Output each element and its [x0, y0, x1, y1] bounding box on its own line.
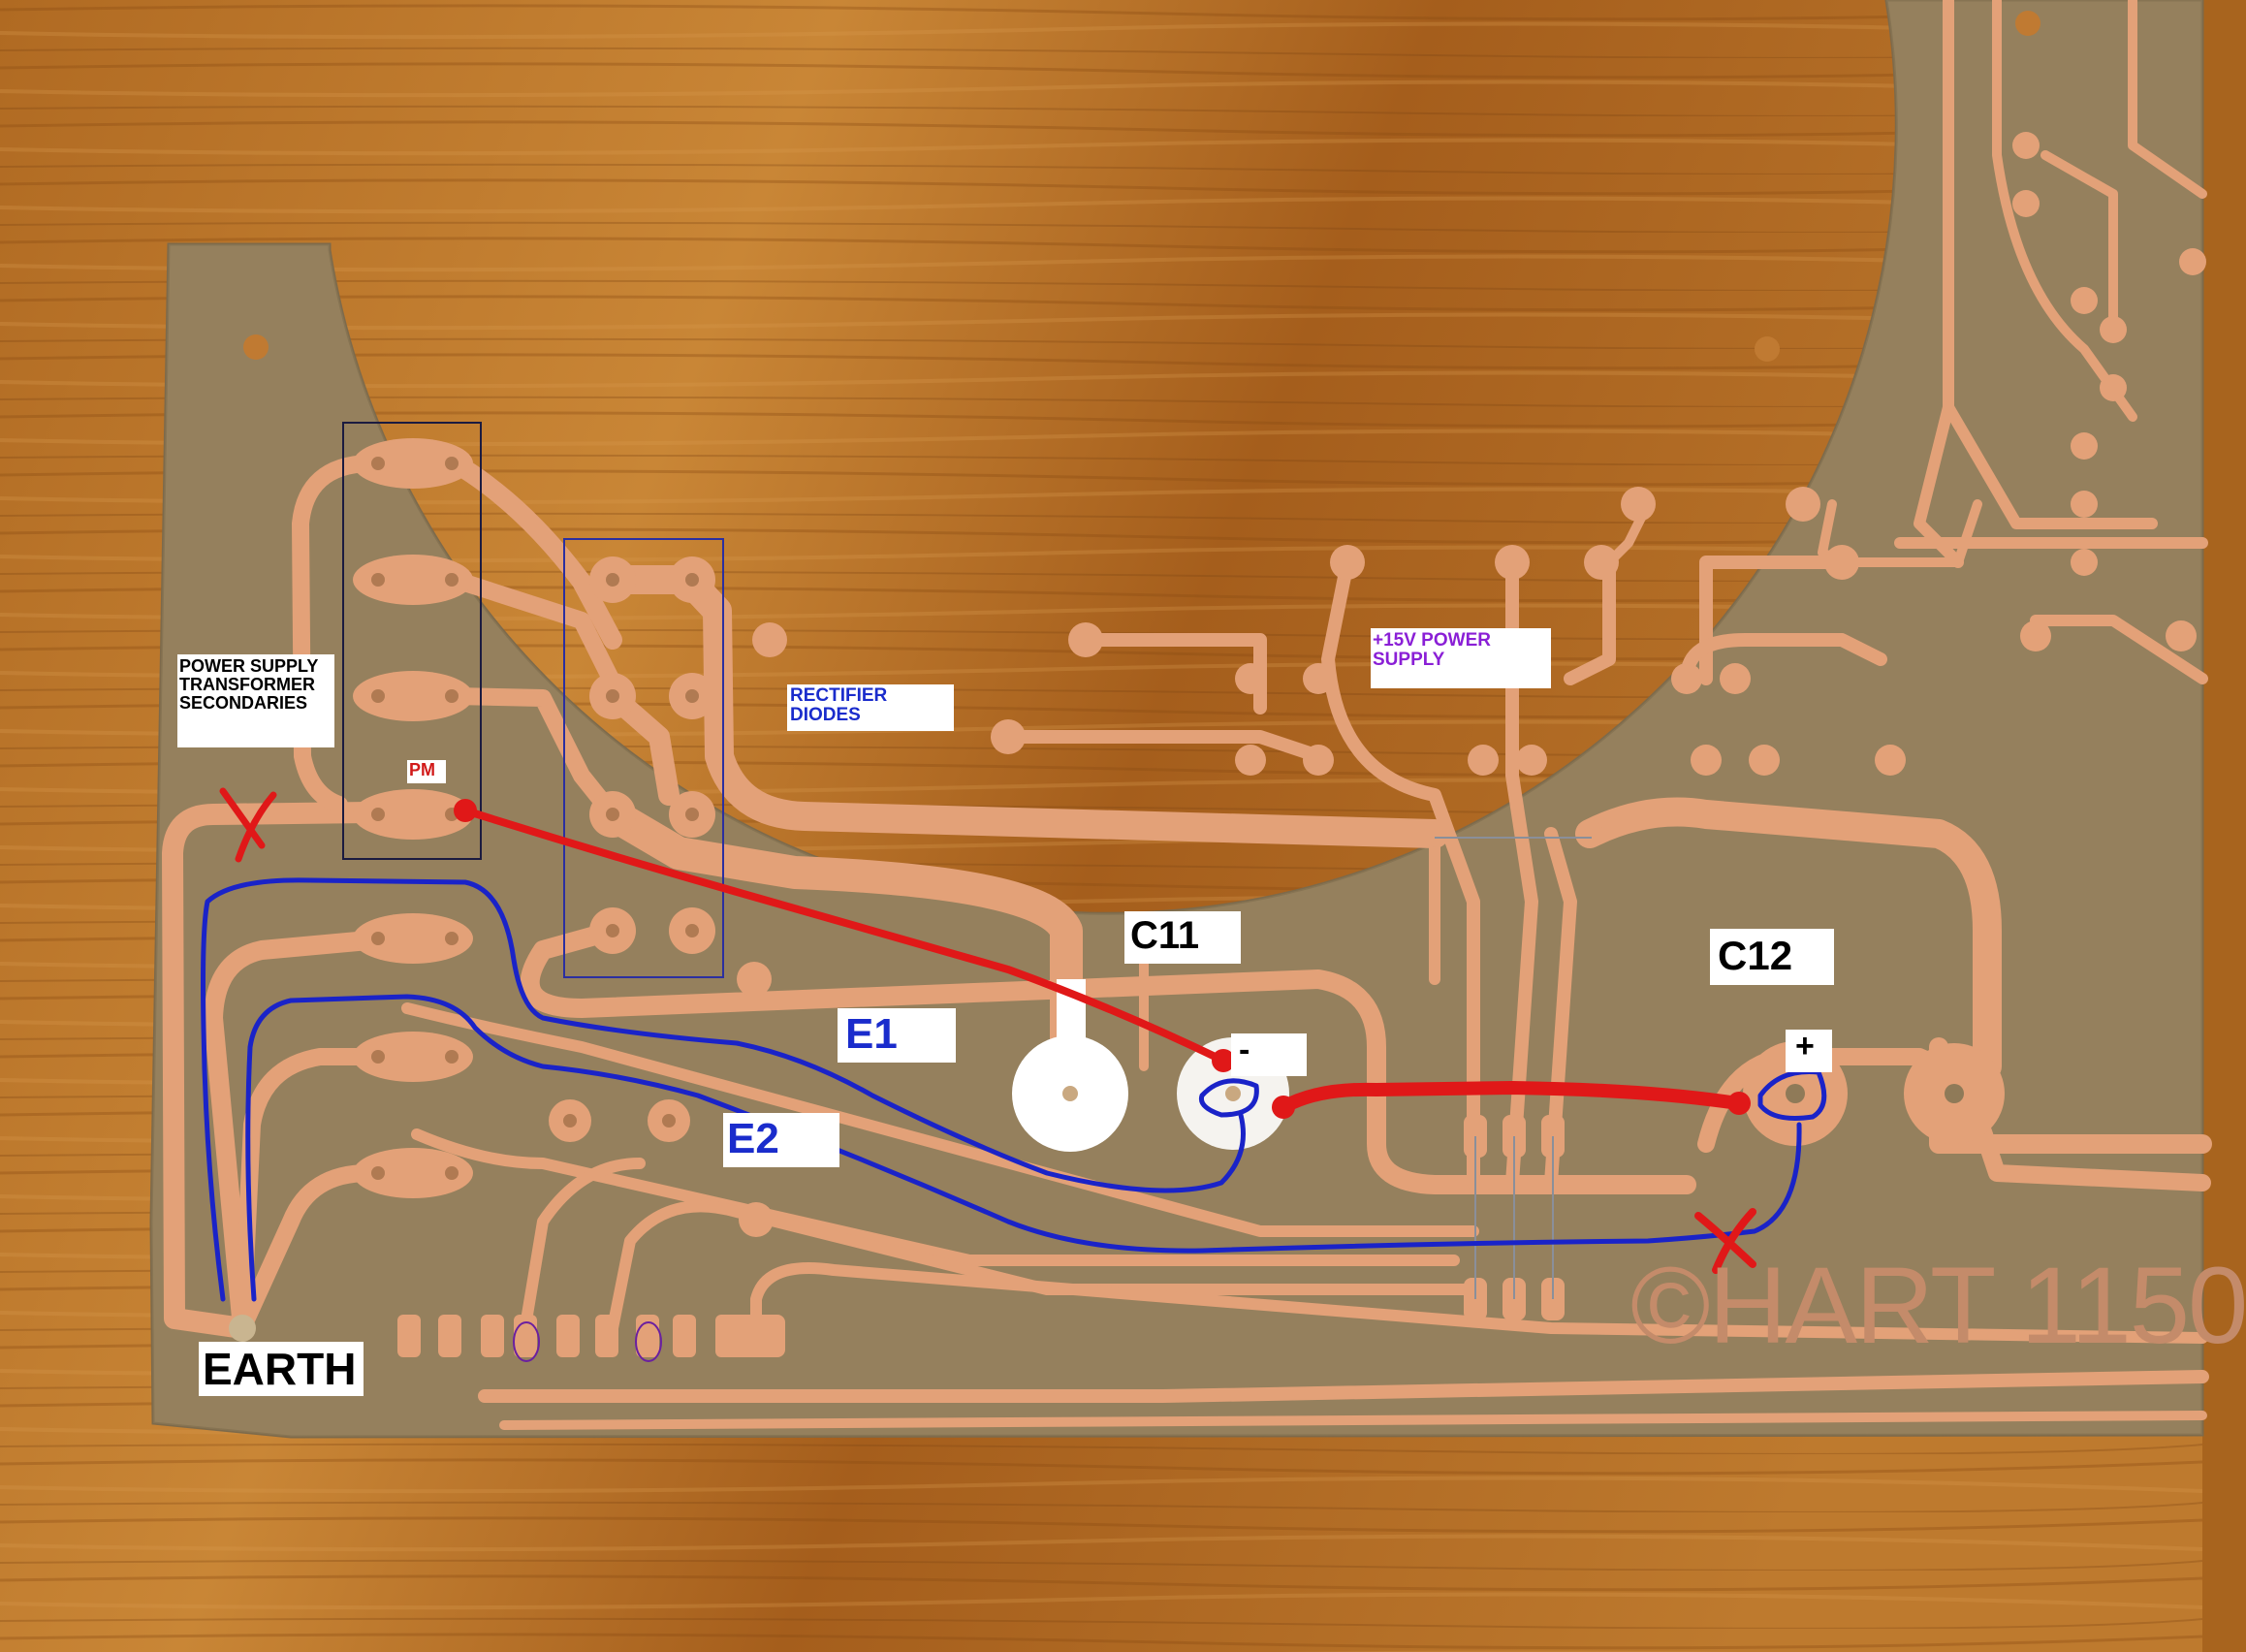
pcb-board [149, 0, 2204, 1439]
red-wire-end [1212, 1049, 1235, 1072]
red-x-mark [1694, 1208, 1756, 1274]
red-wire-end [1727, 1092, 1751, 1115]
label-plus: + [1786, 1029, 1832, 1072]
pcb-sheen [151, 0, 2202, 1437]
label-earth: EARTH [199, 1342, 364, 1396]
red-wire-end [1272, 1096, 1295, 1119]
red-x-mark [219, 787, 277, 863]
jumper-lines [1435, 837, 1592, 1299]
label-pm: PM [407, 760, 446, 783]
silkscreen-text: ©HART 1150 [1630, 1245, 2246, 1366]
label-c12: C12 [1710, 929, 1834, 985]
rectifier-box [563, 538, 724, 978]
label-minus: - [1231, 1032, 1307, 1076]
label-e2: E2 [723, 1113, 839, 1167]
red-wire-end [454, 799, 477, 822]
marked-pad [635, 1321, 662, 1362]
red-wire [461, 807, 1744, 1114]
copper-traces [162, 0, 2212, 1430]
label-rectifier-diodes: RECTIFIER DIODES [787, 684, 954, 731]
marked-pad [513, 1321, 540, 1362]
label-15v-supply: +15V POWER SUPPLY [1371, 628, 1551, 688]
mount-hole [1755, 336, 1780, 362]
mount-hole [2015, 11, 2040, 36]
label-psu-secondaries: POWER SUPPLY TRANSFORMER SECONDARIES [177, 654, 334, 747]
label-c11: C11 [1124, 911, 1241, 964]
secondaries-box [342, 422, 482, 860]
drill-holes [229, 457, 699, 1342]
mount-hole [243, 334, 269, 360]
label-e1: E1 [838, 1008, 956, 1063]
